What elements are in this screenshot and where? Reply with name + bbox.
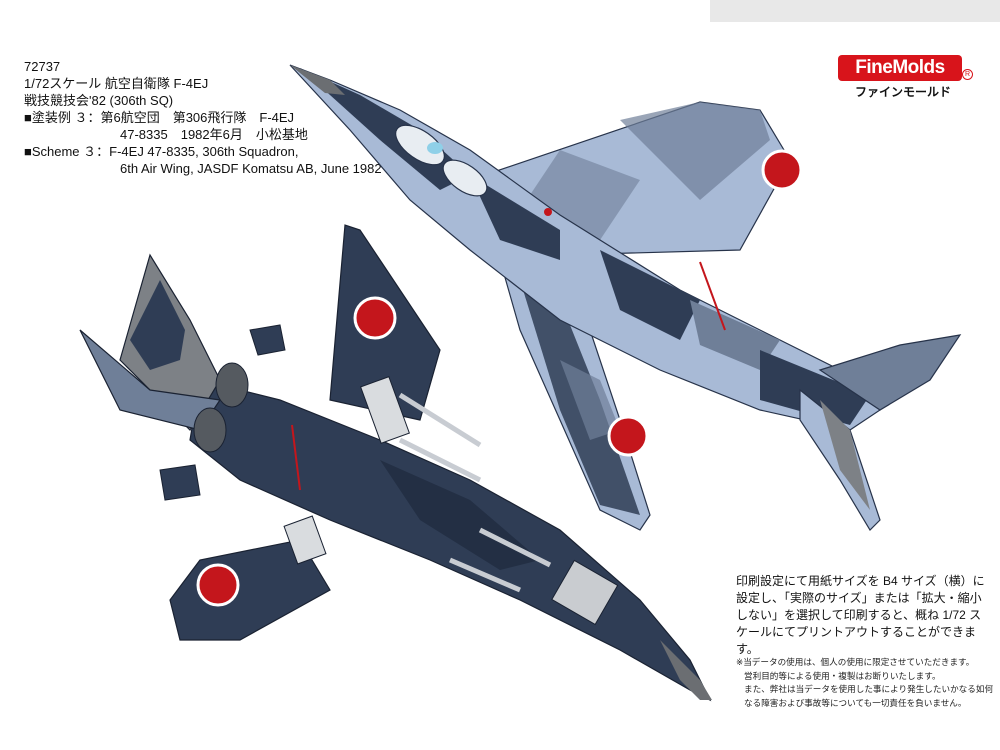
print-instructions: 印刷設定にて用紙サイズを B4 サイズ（横）に設定し、「実際のサイズ」または「拡… <box>736 574 985 656</box>
scheme-en-line2: 6th Air Wing, JASDF Komatsu AB, June 198… <box>120 161 382 176</box>
logo-kana: ファインモールド <box>854 85 951 99</box>
logo-wordmark: FineMolds <box>838 55 962 81</box>
scheme-jp-line2: 47-8335 1982年6月 小松基地 <box>120 127 308 142</box>
usage-note-line2: 営利目的等による使用・複製はお断りいたします。 <box>744 670 941 681</box>
top-view-aircraft <box>289 64 962 531</box>
usage-note-line4: なる障害および事故等についても一切責任を負いません。 <box>744 697 967 708</box>
finemolds-logo: FineMolds R ファインモールド <box>838 55 973 105</box>
bottom-view-aircraft <box>79 224 712 702</box>
scheme-jp-line1: ■塗装例 ３：第6航空団 第306飛行隊 F-4EJ <box>24 110 295 125</box>
header-block: 72737 1/72スケール 航空自衛隊 F-4EJ 戦技競技会'82 (306… <box>24 58 424 177</box>
usage-note: ※当データの使用は、個人の使用に限定させていただきます。 営利目的等による使用・… <box>736 656 994 710</box>
product-subtitle: 戦技競技会'82 (306th SQ) <box>24 93 174 108</box>
page-edge-tab <box>710 0 1000 22</box>
usage-note-line1: ※当データの使用は、個人の使用に限定させていただきます。 <box>736 657 975 667</box>
product-title: 1/72スケール 航空自衛隊 F-4EJ <box>24 76 209 91</box>
usage-note-line3: また、弊社は当データを使用した事により発生したいかなる如何 <box>744 684 994 695</box>
registered-mark: R <box>962 69 973 80</box>
product-code: 72737 <box>24 59 61 74</box>
scheme-en-line1: ■Scheme ３：F-4EJ 47-8335, 306th Squadron, <box>24 144 299 159</box>
